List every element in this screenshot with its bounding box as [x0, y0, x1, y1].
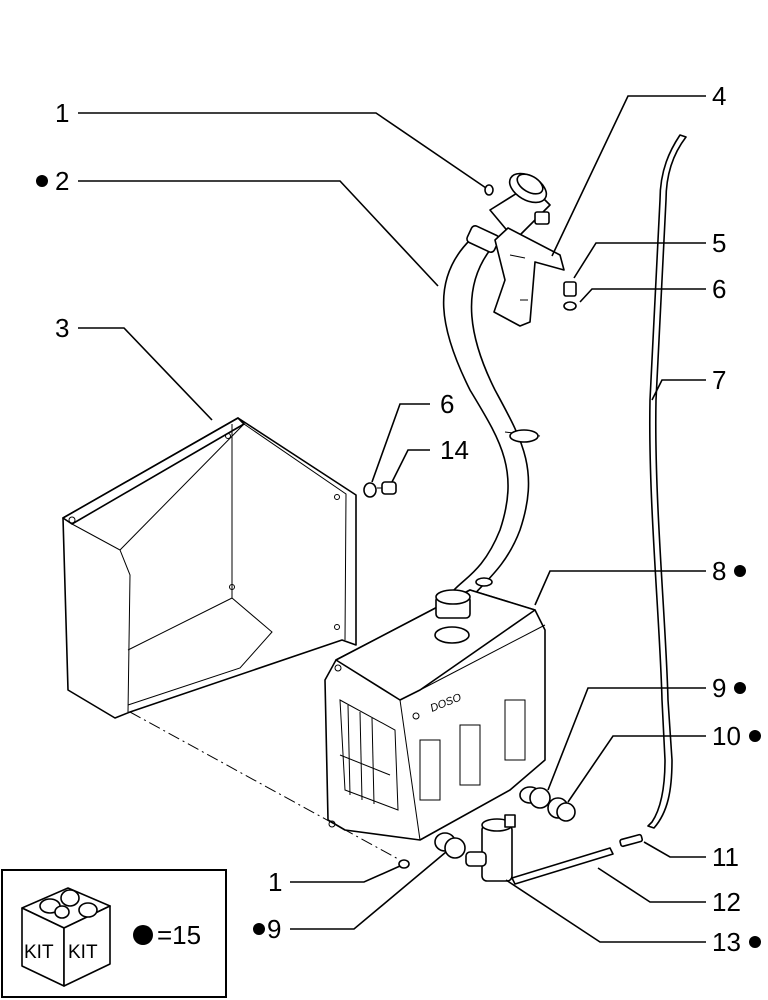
- callout-1-bottom: 1: [268, 867, 282, 897]
- washer-pump-part: [465, 814, 516, 882]
- guard-shield-part: [62, 417, 357, 719]
- bullet-9-right-icon: [734, 682, 746, 694]
- bullet-legend-icon: [133, 925, 153, 945]
- filler-cap-part: [489, 172, 551, 241]
- callout-6-guard: 6: [440, 389, 454, 419]
- alignment-line: [129, 711, 401, 861]
- kit-label-left: KIT: [24, 942, 54, 963]
- callout-10: 10: [712, 721, 741, 751]
- kit-label-right: KIT: [68, 942, 98, 963]
- grommet-10-part: [547, 797, 576, 822]
- grommet-9-left-part: [434, 832, 466, 859]
- screw-1-top-part: [484, 184, 494, 196]
- connector-11-part: [619, 833, 644, 848]
- bullet-8-icon: [734, 565, 746, 577]
- callout-8: 8: [712, 556, 726, 586]
- reservoir-tank-part: [324, 577, 546, 841]
- bullet-13-icon: [749, 936, 761, 948]
- kit-box-icon: KIT KIT: [21, 887, 111, 987]
- callout-13: 13: [712, 927, 741, 957]
- callout-7: 7: [712, 365, 726, 395]
- pipe-12-part: [511, 847, 614, 885]
- tube-7-part: [647, 134, 687, 829]
- kit-legend-text: =15: [157, 920, 201, 950]
- callout-2: 2: [55, 166, 69, 196]
- kit-legend-box: KIT KIT =15: [1, 869, 227, 998]
- callout-9-left: 9: [267, 914, 281, 944]
- callout-4: 4: [712, 81, 726, 111]
- callout-3: 3: [55, 313, 69, 343]
- callout-11: 11: [712, 842, 739, 872]
- leader-lines: [78, 95, 706, 943]
- grommet-9-right-part: [519, 786, 551, 809]
- callout-6-bracket: 6: [712, 274, 726, 304]
- bullet-2-icon: [36, 175, 48, 187]
- bolt-5-part: [563, 281, 577, 311]
- bracket-part: [493, 227, 565, 327]
- callout-1-top: 1: [55, 98, 69, 128]
- callout-14: 14: [440, 435, 469, 465]
- bullet-10-icon: [749, 730, 761, 742]
- callout-9-right: 9: [712, 673, 726, 703]
- callout-5: 5: [712, 228, 726, 258]
- callout-labels: 1 2 3 4 5 6 7 6 14 8 9 10 11 12 13 1 9: [36, 81, 761, 957]
- bullet-9-left-icon: [253, 923, 265, 935]
- bolt-14-part: [363, 481, 397, 498]
- screw-1-bottom-part: [398, 859, 410, 869]
- callout-12: 12: [712, 887, 741, 917]
